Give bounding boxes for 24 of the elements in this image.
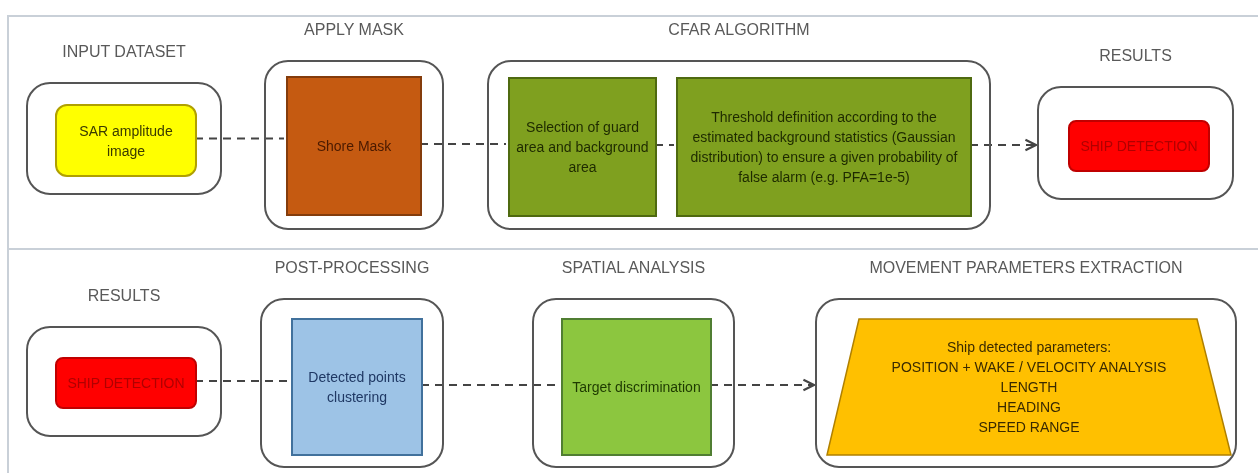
- stage-heading: POST-PROCESSING: [274, 258, 430, 278]
- stage-heading: SPATIAL ANALYSIS: [561, 258, 706, 278]
- result-box: SHIP DETECTION: [1068, 120, 1210, 172]
- parameter-text: Ship detected parameters:: [946, 338, 1112, 357]
- result-box: SHIP DETECTION: [55, 357, 197, 409]
- stage-heading: APPLY MASK: [304, 20, 404, 40]
- stage-heading: RESULTS: [87, 286, 161, 306]
- process-box: Target discrimination: [561, 318, 712, 456]
- parameter-text: LENGTH: [1000, 378, 1058, 397]
- process-box: Shore Mask: [286, 76, 422, 216]
- process-box: Selection of guard area and background area: [508, 77, 657, 217]
- process-box: SAR amplitude image: [55, 104, 197, 177]
- stage-heading: MOVEMENT PARAMETERS EXTRACTION: [869, 258, 1183, 278]
- trapezoid-box: [826, 318, 1232, 456]
- stage-heading: INPUT DATASET: [62, 42, 186, 62]
- process-box: Threshold definition according to the estimated background statistics (Gaussian distribution) to ensure a given probability of false alarm (e.g. PFA=1e-5): [676, 77, 972, 217]
- parameter-text: HEADING: [997, 398, 1061, 417]
- stage-heading: CFAR ALGORITHM: [668, 20, 810, 40]
- parameter-text: POSITION + WAKE / VELOCITY ANALYSIS: [891, 358, 1167, 377]
- stage-heading: RESULTS: [1099, 46, 1172, 66]
- process-box: Detected points clustering: [291, 318, 423, 456]
- parameter-text: SPEED RANGE: [978, 418, 1080, 437]
- connector: [195, 379, 289, 383]
- connector: [195, 137, 284, 140]
